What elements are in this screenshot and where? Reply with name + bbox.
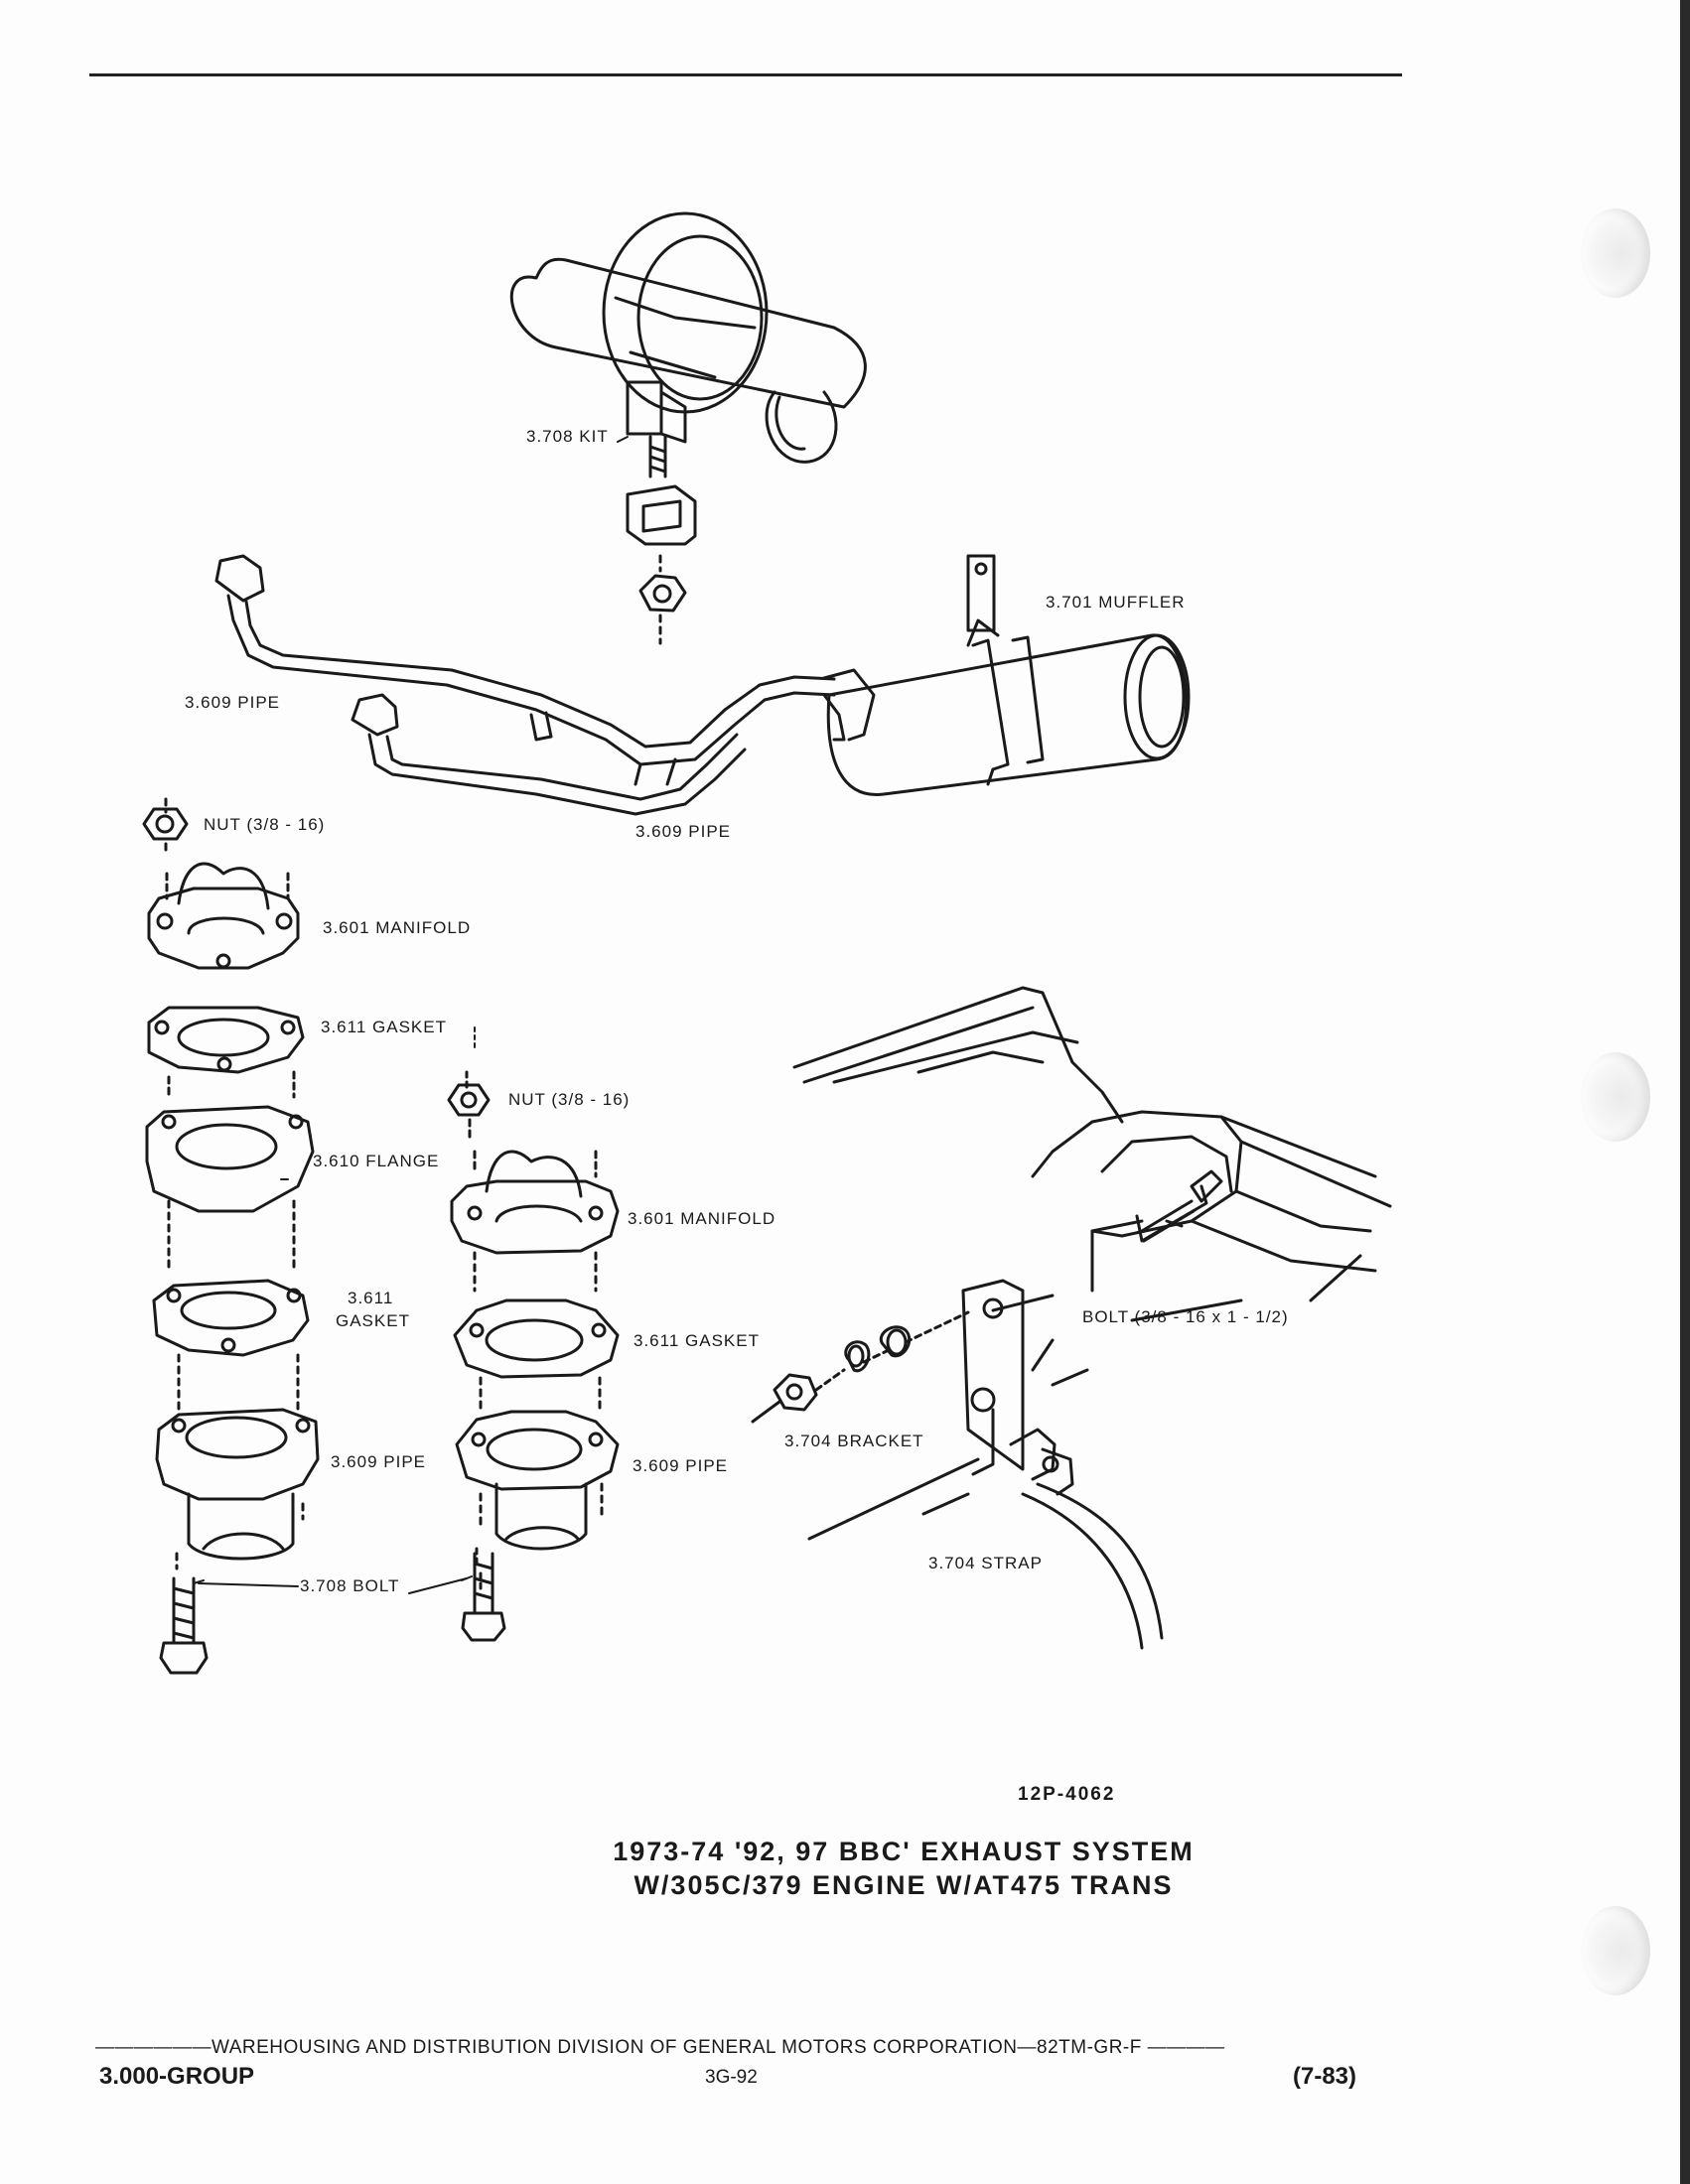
label-strap: 3.704 STRAP [928,1554,1043,1572]
caption-line-1: 1973-74 '92, 97 BBC' EXHAUST SYSTEM [613,1837,1195,1866]
binder-hole-top [1581,208,1650,298]
label-manifold-2: 3.601 MANIFOLD [628,1209,775,1228]
label-manifold-1: 3.601 MANIFOLD [323,918,471,937]
footer-division-line: ——————WAREHOUSING AND DISTRIBUTION DIVIS… [95,2037,1225,2058]
page-edge [1680,0,1690,2184]
label-nut-2: NUT (3/8 - 16) [508,1090,630,1109]
label-clamp-kit: 3.708 KIT [526,427,609,446]
label-flange: 3.610 FLANGE [313,1152,439,1170]
binder-hole-bottom [1581,1906,1650,1995]
label-gasket-1: 3.611 GASKET [321,1018,447,1036]
clamp-kit-drawing [509,211,867,645]
strap-bracket-drawing [751,986,1392,1650]
binder-hole-middle [1581,1052,1650,1142]
pipe-muffler-drawing [214,554,1191,816]
footer-revision: (7-83) [1293,2063,1357,2090]
label-gasket-2-number: 3.611 [348,1289,393,1307]
label-gasket-2-name: GASKET [336,1311,410,1330]
label-pipe-left: 3.609 PIPE [185,693,280,712]
footer-page-number: 3G-92 [705,2067,758,2088]
label-pipe-stack-1: 3.609 PIPE [331,1452,426,1471]
label-bracket: 3.704 BRACKET [784,1432,924,1450]
label-nut-1: NUT (3/8 - 16) [204,815,325,834]
label-bolt-708: 3.708 BOLT [300,1576,399,1595]
caption-line-2: W/305C/379 ENGINE W/AT475 TRANS [634,1870,1174,1900]
label-muffler: 3.701 MUFFLER [1046,593,1186,612]
label-strap-bolt: BOLT (3/8 - 16 x 1 - 1/2) [1082,1307,1289,1326]
leader-lines [193,436,629,1594]
figure-code: 12P-4062 [1018,1784,1116,1805]
header-rule [89,73,1402,76]
part-labels: 3.708 KIT 3.701 MUFFLER 3.609 PIPE 3.609… [185,427,1289,1595]
label-pipe-bottom: 3.609 PIPE [635,822,731,841]
footer-group: 3.000-GROUP [99,2063,255,2090]
label-pipe-stack-2: 3.609 PIPE [633,1456,728,1475]
left-flange-stack-drawing [142,797,320,1675]
middle-flange-stack-drawing [447,1070,620,1642]
label-gasket-3: 3.611 GASKET [634,1331,760,1350]
